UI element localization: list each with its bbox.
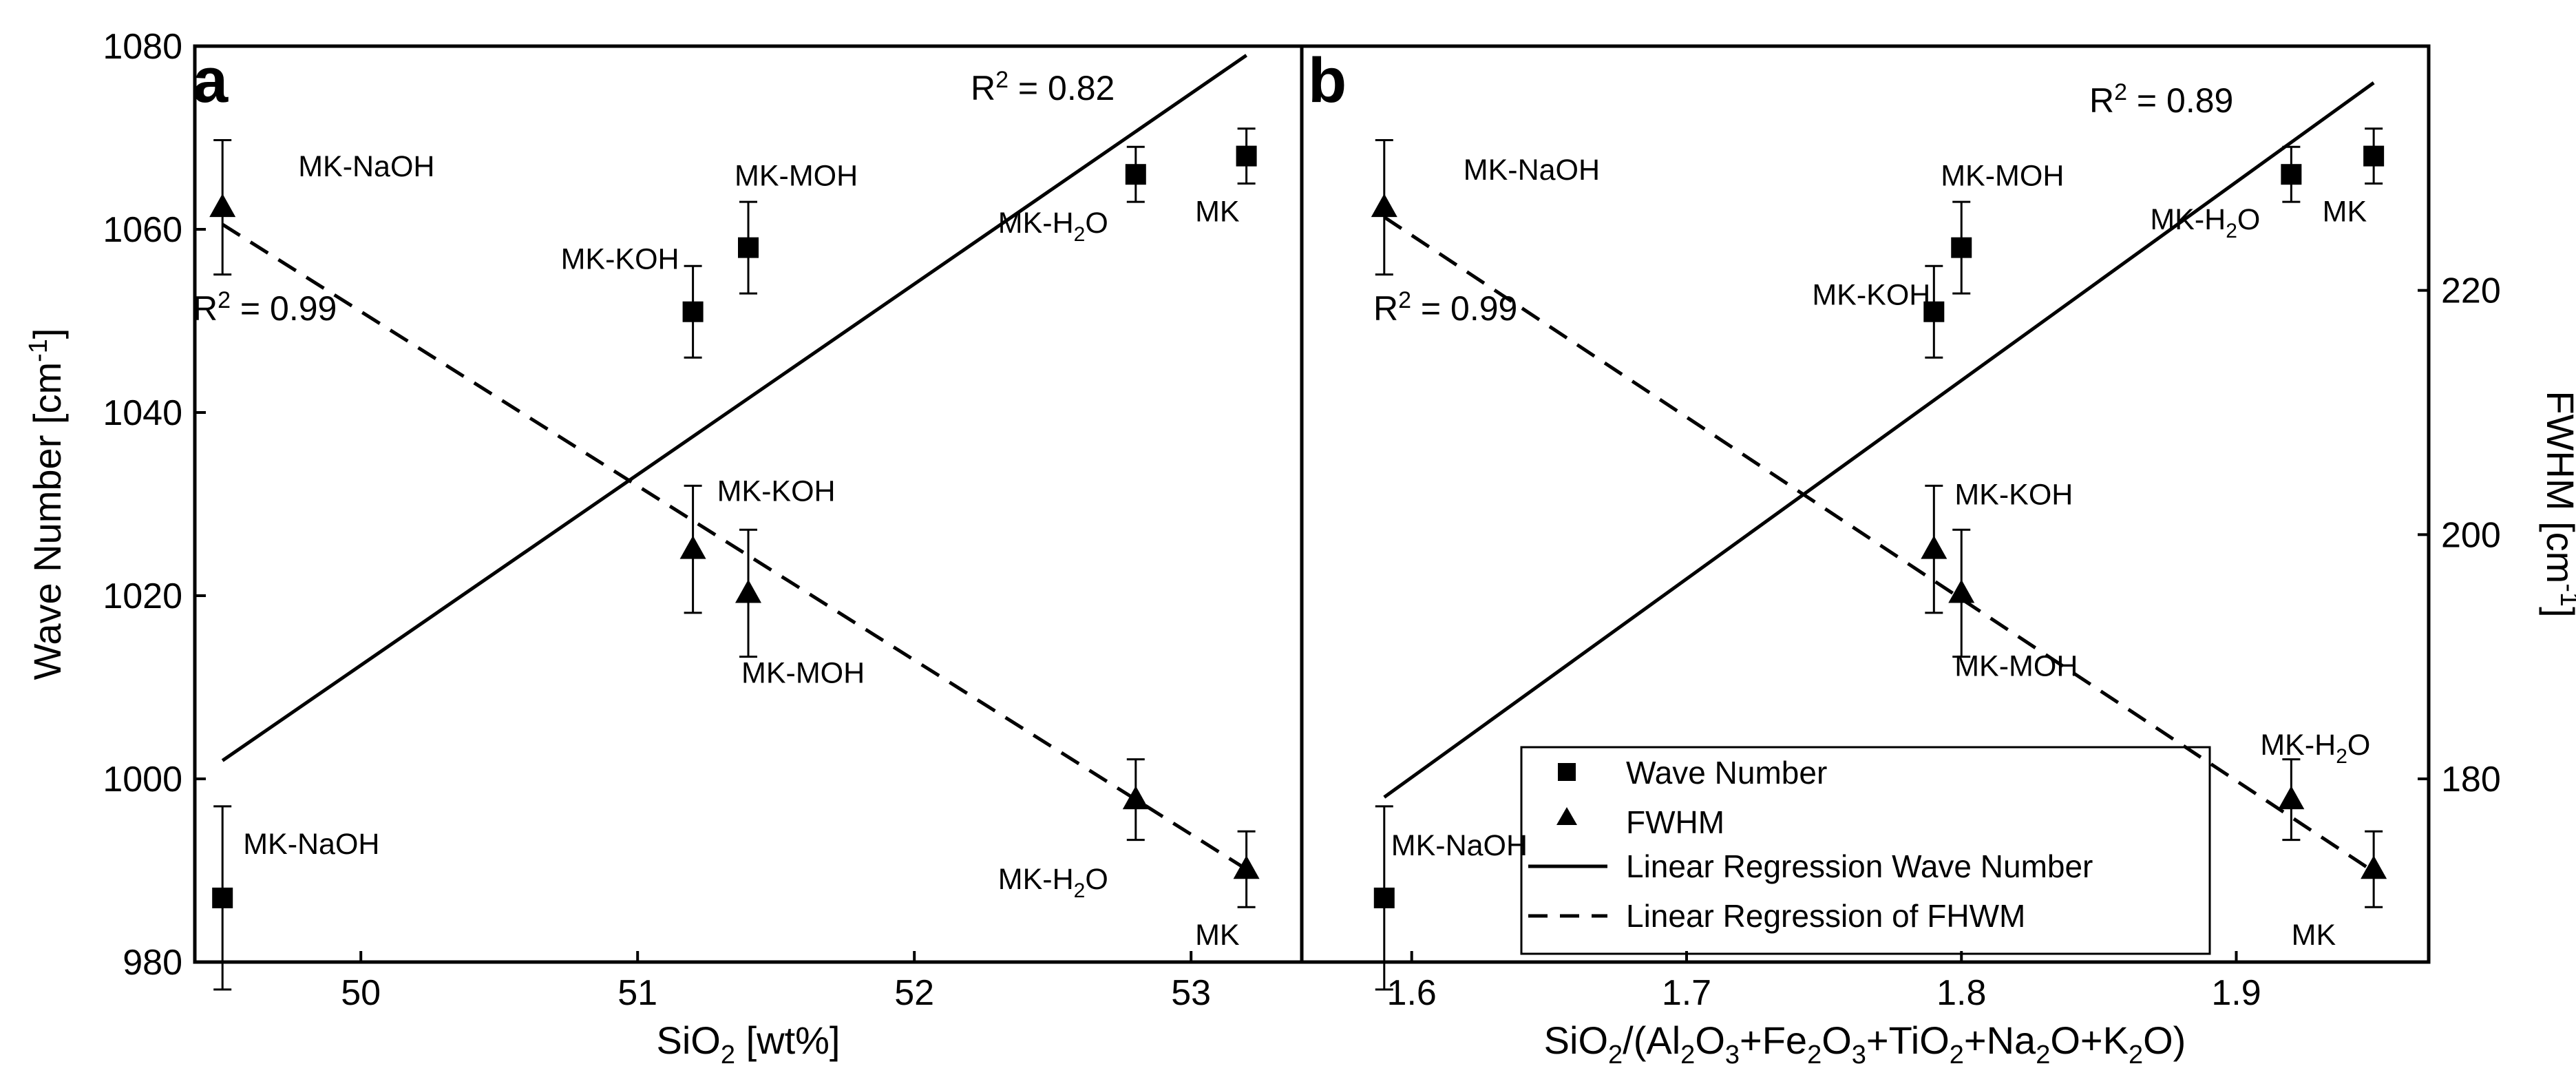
fwhm-point [2278,786,2305,810]
regression-line-wave-number [1383,81,2375,799]
legend: Wave Number FWHM Linear Regression Wave … [1520,746,2211,955]
wave-number-point [2281,164,2302,185]
legend-label-linear-regression-fhwm: Linear Regression of FHWM [1626,898,2025,934]
x-tick-label: 1.9 [2211,973,2261,1013]
legend-box [1520,746,2211,955]
r2-label-b-dashed: R2 = 0.99 [1373,287,1517,328]
point-label: MK [2292,919,2336,952]
y-tick-label-right: 200 [2441,515,2501,555]
point-label: MK-H2O [2260,729,2370,768]
y-tick-label-left: 1020 [103,576,182,616]
point-label: MK-H2O [998,863,1108,902]
point-label: MK-H2O [998,207,1108,246]
fwhm-point [1371,194,1397,218]
point-label: MK-NaOH [1391,829,1528,862]
y-axis-label-right: FWHM [cm-1] [2539,390,2576,617]
legend-label-fwhm: FWHM [1626,804,1724,840]
point-label: MK-H2O [2150,203,2260,242]
point-label: MK-KOH [717,475,836,508]
point-label: MK-MOH [1941,160,2064,193]
x-tick-label: 1.8 [1936,973,1986,1013]
point-label: MK-MOH [735,160,858,193]
y-tick-label-left: 980 [123,943,182,983]
wave-number-point [2363,145,2385,167]
point-label: MK [1195,919,1240,952]
fwhm-point [1122,786,1149,810]
wave-number-point [682,301,704,322]
point-label: MK [2323,196,2367,229]
regression-line-wave-number [221,54,1248,762]
wave-number-point [1951,237,1972,258]
panel-b-letter: b [1308,45,1347,116]
x-tick-label: 1.6 [1387,973,1437,1013]
point-label: MK-NaOH [1464,154,1600,187]
wave-number-point [1373,887,1395,908]
y-tick-label-left: 1080 [103,27,182,67]
panel-b-frame [1300,44,2431,964]
x-axis-label-a: SiO2 [wt%] [657,1019,841,1069]
legend-label-wave-number: Wave Number [1626,755,1827,791]
r2-label-a-solid: R2 = 0.82 [971,67,1115,107]
fwhm-point [1921,535,1947,559]
point-label: MK-KOH [1812,279,1930,312]
regression-line-fwhm [221,222,1247,871]
fwhm-point [2361,855,2387,879]
wave-number-point [212,887,233,908]
fwhm-point [735,579,761,603]
r2-label-a-dashed: R2 = 0.99 [193,287,337,328]
x-tick-label: 53 [1171,973,1211,1013]
y-axis-label-left: Wave Number [cm-1] [24,328,69,680]
x-tick-label: 1.7 [1662,973,1711,1013]
point-label: MK-MOH [741,656,865,689]
legend-label-linear-regression-wave-number: Linear Regression Wave Number [1626,848,2093,884]
x-tick-label: 52 [894,973,934,1013]
wave-number-point [738,237,759,258]
point-label: MK [1195,196,1240,229]
point-label: MK-KOH [1954,479,2073,512]
y-tick-label-right: 180 [2441,760,2501,800]
wave-number-point [1125,164,1146,185]
point-label: MK-NaOH [243,828,379,861]
legend-triangle-icon [1556,807,1577,825]
point-label: MK-KOH [561,243,679,276]
fwhm-point [1948,579,1975,603]
point-label: MK-NaOH [298,150,434,183]
wave-number-point [1923,301,1945,322]
x-tick-label: 51 [617,973,657,1013]
legend-square-icon [1558,763,1576,781]
point-label: MK-MOH [1954,649,2078,682]
y-tick-label-left: 1000 [103,760,182,800]
wave-number-point [1236,145,1257,167]
y-tick-label-left: 1040 [103,393,182,433]
fwhm-point [1233,855,1260,879]
fwhm-point [679,535,706,559]
r2-label-b-solid: R2 = 0.89 [2089,79,2233,120]
panel-a-letter: a [193,45,229,116]
y-tick-label-left: 1060 [103,210,182,250]
fwhm-point [209,194,236,218]
x-axis-label-b: SiO2/(Al2O3+Fe2O3+TiO2+Na2O+K2O) [1544,1019,2186,1069]
y-tick-label-right: 220 [2441,271,2501,311]
x-tick-label: 50 [341,973,381,1013]
